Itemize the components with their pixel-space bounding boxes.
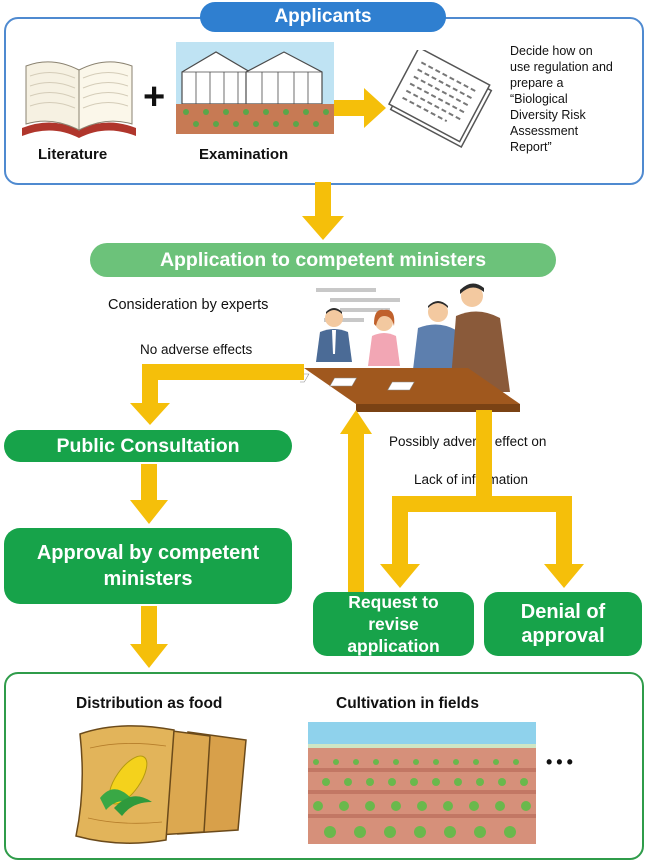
literature-label: Literature	[38, 146, 108, 163]
experts-meeting-icon	[300, 283, 520, 412]
consideration-label: Consideration by experts	[108, 297, 269, 313]
book-icon	[22, 61, 136, 138]
seed-bags-icon	[75, 725, 247, 844]
application-title: Application to competent ministers	[90, 243, 556, 277]
adverse-label: Possibly adverse effect on	[389, 434, 547, 449]
field-icon	[308, 722, 536, 844]
denial-pill: Denial of approval	[484, 592, 642, 656]
applicants-title: Applicants	[200, 2, 446, 32]
report-note: Decide how on use regulation and prepare…	[510, 44, 613, 154]
arrow-to-outcomes	[130, 606, 168, 668]
greenhouse-icon	[176, 42, 334, 134]
report-icon	[387, 50, 493, 149]
arrow-down-applicants	[302, 182, 344, 240]
arrow-to-approval	[130, 464, 168, 524]
arrow-no-adverse	[130, 364, 304, 425]
more-ellipsis: •••	[546, 752, 577, 772]
no-adverse-label: No adverse effects	[140, 342, 253, 357]
lack-info-label: Lack of information	[414, 472, 529, 487]
arrow-revise-up	[340, 410, 372, 598]
arrow-adverse-branch	[380, 410, 584, 588]
distribution-label: Distribution as food	[76, 695, 223, 712]
cultivation-label: Cultivation in fields	[336, 695, 479, 712]
public-consultation-pill: Public Consultation	[4, 430, 292, 462]
arrow-to-report	[334, 88, 386, 128]
approval-pill: Approval by competent ministers	[4, 528, 292, 604]
request-revise-pill: Request to revise application	[313, 592, 474, 656]
examination-label: Examination	[199, 146, 289, 163]
plus-sign: +	[143, 76, 166, 118]
